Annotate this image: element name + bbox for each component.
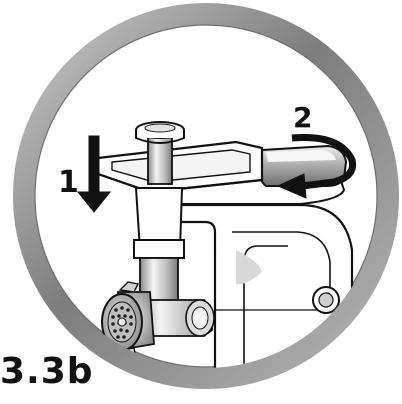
pusher-cap-edge — [135, 130, 185, 144]
pusher-cap-side — [136, 130, 184, 138]
down-arrow — [76, 135, 112, 213]
knob-highlight — [266, 150, 336, 162]
frame-ring — [13, 3, 399, 389]
figure-number: 3.3b — [0, 351, 94, 392]
screw-ring-tab-top — [118, 281, 140, 293]
pusher-cap-top — [144, 123, 176, 133]
grinder-end-inner — [191, 306, 209, 330]
step-2-label: 2 — [293, 101, 313, 134]
feed-tray-inner — [111, 149, 251, 183]
body-panel-line — [232, 231, 331, 300]
frame-ring-inner-edge — [34, 24, 378, 368]
rotate-arrow — [291, 133, 357, 190]
step-1-label: 1 — [58, 165, 79, 200]
body-shadow — [236, 250, 262, 285]
speed-button-center — [318, 292, 334, 308]
rotate-arrow-head — [276, 173, 307, 199]
plate-center — [117, 317, 127, 327]
neck-collar — [133, 239, 185, 259]
